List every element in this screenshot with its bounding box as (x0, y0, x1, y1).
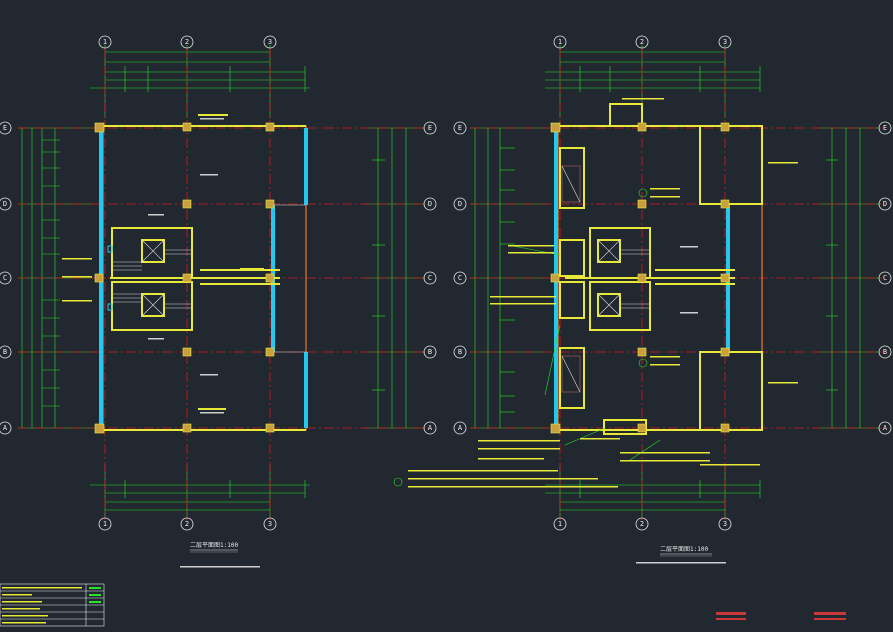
right-stair-core (589, 227, 651, 331)
title-block-marks (716, 612, 846, 620)
left-floor-plan: 1 2 3 1 2 3 E D C B A (0, 35, 437, 568)
left-axis-bottom-1: 1 (103, 520, 107, 528)
left-axis-east-E: E (428, 124, 432, 132)
left-axis-bubbles-east: E D C B A (423, 121, 437, 435)
left-axis-bubbles-bottom: 1 2 3 (98, 517, 277, 531)
right-bottom-dimensions (545, 465, 761, 518)
left-bottom-dimensions (90, 465, 310, 518)
left-axis-bottom-3: 3 (268, 520, 272, 528)
left-plan-note (180, 566, 260, 568)
right-axis-top-2: 2 (640, 38, 644, 46)
right-axis-bubbles-bottom: 1 2 3 (553, 517, 732, 531)
left-stair-core (107, 227, 193, 331)
right-axis-bubbles-east: E D C B A (878, 121, 892, 435)
right-axis-bottom-1: 1 (558, 520, 562, 528)
right-axis-east-C: C (883, 274, 887, 282)
left-axis-top-2: 2 (185, 38, 189, 46)
right-axis-top-3: 3 (723, 38, 727, 46)
right-axis-bubbles-top: 1 2 3 (553, 35, 732, 49)
right-axis-west-B: B (458, 348, 462, 356)
left-columns (94, 122, 275, 434)
right-service-rooms (559, 147, 585, 409)
right-axis-bubbles-west: E D C B A (453, 121, 467, 435)
right-annotations (393, 98, 798, 488)
left-annotations (62, 114, 264, 414)
left-axis-west-D: D (3, 200, 7, 208)
right-axis-bottom-2: 2 (640, 520, 644, 528)
left-axis-west-B: B (3, 348, 7, 356)
right-axis-west-C: C (458, 274, 462, 282)
left-axis-east-B: B (428, 348, 432, 356)
left-axis-top-3: 3 (268, 38, 272, 46)
right-axis-east-D: D (883, 200, 887, 208)
right-axis-top-1: 1 (558, 38, 562, 46)
drawing-legend-table (0, 583, 105, 627)
left-axis-west-C: C (3, 274, 7, 282)
right-axis-west-D: D (458, 200, 462, 208)
left-axis-bottom-2: 2 (185, 520, 189, 528)
right-top-dimensions (545, 45, 761, 118)
left-top-dimensions (90, 45, 310, 118)
left-axis-top-1: 1 (103, 38, 107, 46)
right-axis-west-A: A (458, 424, 463, 432)
right-floor-plan: 1 2 3 1 2 3 E D C B A (393, 35, 892, 564)
left-axis-east-C: C (428, 274, 432, 282)
left-side-dimensions-west-ticks (42, 139, 60, 407)
right-walls (554, 103, 763, 435)
left-plan-title: 二层平面图1:100 (190, 542, 238, 549)
right-axis-east-B: B (883, 348, 887, 356)
left-axis-west-A: A (3, 424, 8, 432)
left-axis-east-D: D (428, 200, 432, 208)
right-plan-note (636, 562, 726, 564)
right-axis-west-E: E (458, 124, 462, 132)
left-axis-bubbles-top: 1 2 3 (98, 35, 277, 49)
left-axis-west-E: E (3, 124, 7, 132)
right-columns (550, 122, 730, 434)
right-axis-east-E: E (883, 124, 887, 132)
left-axis-bubbles-west: E D C B A (0, 121, 12, 435)
right-axis-bottom-3: 3 (723, 520, 727, 528)
right-axis-east-A: A (883, 424, 888, 432)
left-axis-east-A: A (428, 424, 433, 432)
right-plan-title: 二层平面图1:100 (660, 546, 708, 553)
